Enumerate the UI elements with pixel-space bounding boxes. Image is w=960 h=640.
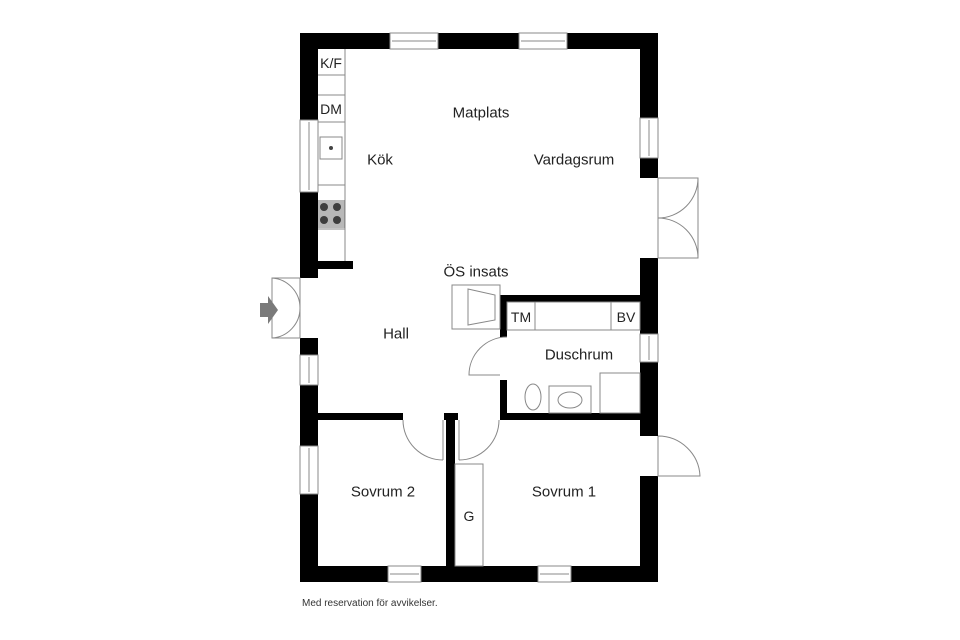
room-label-hall: Hall (383, 325, 409, 343)
entrance-arrow-icon (260, 296, 278, 324)
fixture-label-kf: K/F (320, 55, 342, 71)
room-label-vardagsrum: Vardagsrum (533, 151, 615, 169)
fixture-label-bv: BV (616, 309, 636, 325)
room-label-sovrum2: Sovrum 2 (350, 483, 416, 501)
fixture-label-g: G (463, 508, 475, 524)
room-label-matplats: Matplats (452, 104, 510, 122)
fixture-label-dm: DM (320, 101, 342, 117)
fixture-label-tm: TM (510, 309, 532, 325)
room-label-kok: Kök (367, 151, 393, 169)
room-label-sovrum1: Sovrum 1 (531, 483, 597, 501)
room-label-duschrum: Duschrum (544, 346, 614, 364)
disclaimer-text: Med reservation för avvikelser. (302, 598, 438, 609)
room-label-os-insats: ÖS insats (443, 263, 509, 281)
